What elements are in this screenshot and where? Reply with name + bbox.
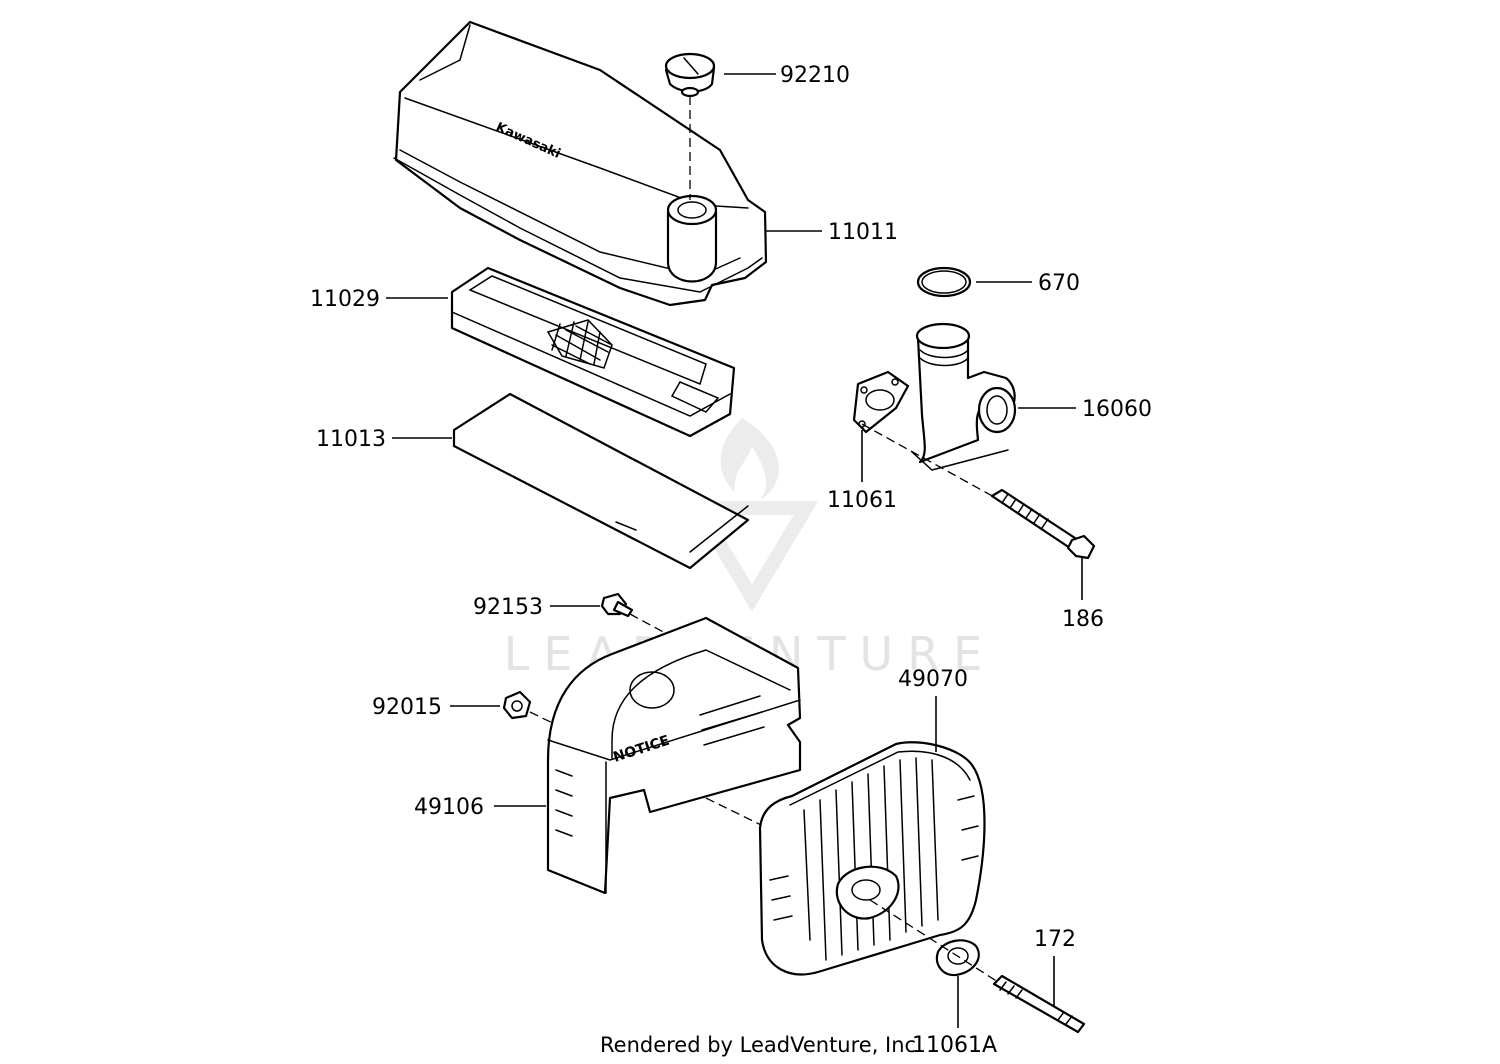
callout-11061[interactable]: 11061 [827, 488, 897, 513]
intake-elbow[interactable] [911, 322, 1017, 471]
callout-16060[interactable]: 16060 [1082, 397, 1152, 422]
shield-bolt[interactable] [600, 592, 634, 618]
callout-11013[interactable]: 11013 [316, 427, 386, 452]
callout-186[interactable]: 186 [1062, 607, 1104, 632]
callout-172[interactable]: 172 [1034, 927, 1076, 952]
muffler[interactable] [758, 741, 986, 976]
callout-49070[interactable]: 49070 [898, 667, 968, 692]
elbow-gasket[interactable] [852, 370, 910, 434]
callout-11061a[interactable]: 11061A [912, 1033, 997, 1058]
o-ring[interactable] [916, 266, 972, 298]
watermark-chevron-icon [685, 501, 819, 612]
muffler-gasket[interactable] [935, 939, 980, 977]
callout-11011[interactable]: 11011 [828, 220, 898, 245]
callout-49106[interactable]: 49106 [414, 795, 484, 820]
muffler-stud-bolt[interactable] [992, 974, 1086, 1034]
pre-filter[interactable] [452, 392, 750, 570]
air-filter-element[interactable] [450, 266, 736, 438]
render-credit: Rendered by LeadVenture, Inc. [600, 1033, 923, 1057]
callout-11029[interactable]: 11029 [310, 287, 380, 312]
shield-nut[interactable] [502, 690, 532, 720]
callout-92153[interactable]: 92153 [473, 595, 543, 620]
muffler-guard[interactable]: NOTICE [546, 616, 802, 895]
callout-92015[interactable]: 92015 [372, 695, 442, 720]
callout-92210[interactable]: 92210 [780, 63, 850, 88]
callout-670[interactable]: 670 [1038, 271, 1080, 296]
part-callouts: 92210 11011 11029 11013 670 16060 11061 … [310, 63, 1152, 1058]
cover-knob[interactable] [664, 52, 716, 200]
air-cleaner-cover[interactable]: Kawasaki [393, 20, 768, 307]
watermark-flame-icon [720, 418, 780, 500]
leader-lines [386, 73, 1083, 1028]
elbow-bolt[interactable] [990, 488, 1096, 560]
